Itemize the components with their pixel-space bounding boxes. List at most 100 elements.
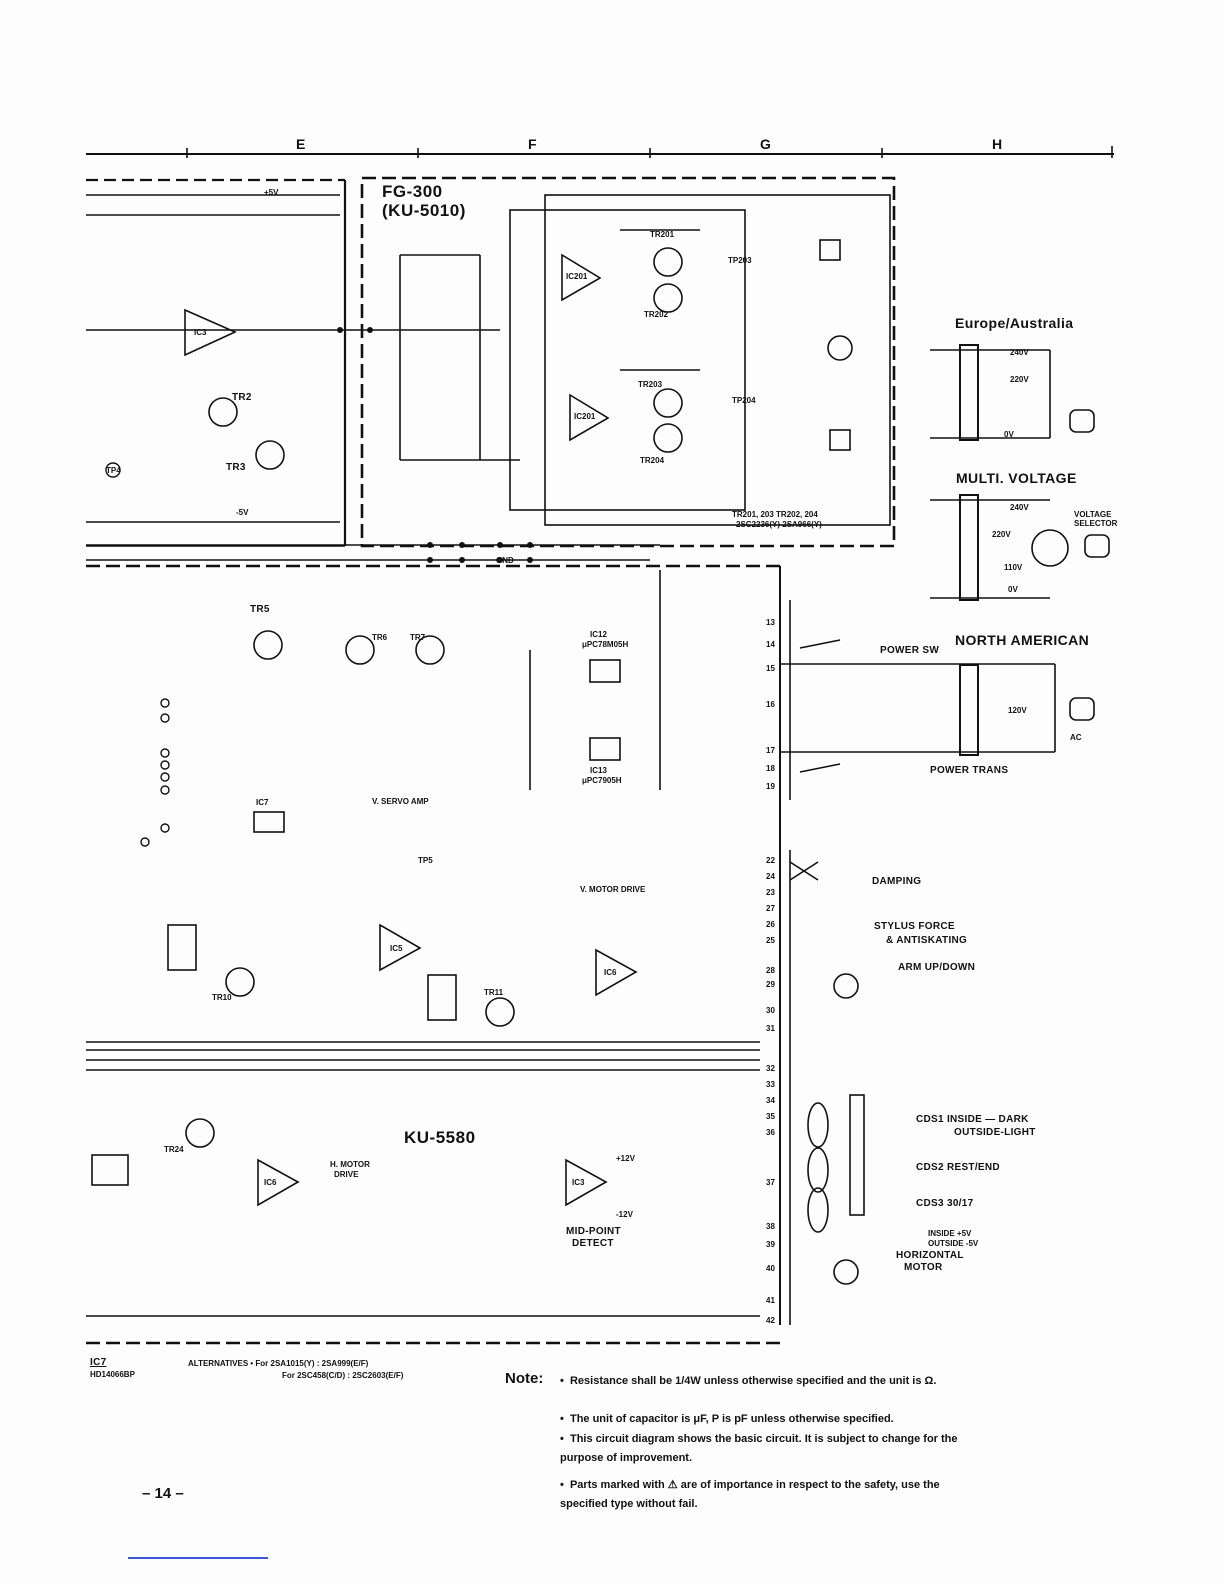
- note-item: • Resistance shall be 1/4W unless otherw…: [560, 1372, 980, 1391]
- page-number: – 14 –: [142, 1485, 184, 1502]
- tr6-label: TR6: [372, 633, 388, 642]
- tr24-label: TR24: [164, 1145, 184, 1154]
- v-servo-label: V. SERVO AMP: [372, 797, 429, 806]
- v-motor-label: V. MOTOR DRIVE: [580, 885, 646, 894]
- note-text: This circuit diagram shows the basic cir…: [560, 1433, 958, 1464]
- column-marker-g: G: [760, 136, 771, 152]
- north-american-title: NORTH AMERICAN: [955, 632, 1090, 648]
- bullet-icon: •: [560, 1413, 570, 1425]
- arm-updown-label: ARM UP/DOWN: [898, 962, 976, 973]
- note-text: The unit of capacitor is μF, P is pF unl…: [569, 1413, 894, 1425]
- mid-point-label: MID-POINT: [566, 1226, 621, 1237]
- ic6a-label: IC6: [604, 968, 617, 977]
- damping-label: DAMPING: [872, 876, 922, 887]
- tp204-label: TP204: [732, 396, 756, 405]
- tp5-label: TP5: [418, 856, 433, 865]
- tr7-label: TR7: [410, 633, 426, 642]
- ic201b-label: IC201: [574, 412, 596, 421]
- scan-underline-artifact: [128, 1557, 268, 1559]
- rail-minus5v-label: -5V: [236, 508, 249, 517]
- pin-number: 38: [766, 1222, 775, 1231]
- rail-minus12v-label: -12V: [616, 1210, 633, 1219]
- ic13-label: IC13: [590, 766, 607, 775]
- note-text: Parts marked with ⚠ are of importance in…: [560, 1479, 940, 1510]
- ic7-label: IC7: [256, 798, 269, 807]
- pin-number: 31: [766, 1024, 775, 1033]
- tr5-label: TR5: [250, 604, 270, 615]
- alternatives-line-2: For 2SC458(C/D) : 2SC2603(E/F): [282, 1371, 404, 1380]
- multi-voltage-title: MULTI. VOLTAGE: [956, 470, 1077, 486]
- horizontal-motor-label-b: MOTOR: [904, 1262, 943, 1273]
- pin-number: 18: [766, 764, 775, 773]
- ic5-label: IC5: [390, 944, 403, 953]
- note-heading: Note:: [505, 1370, 544, 1387]
- fg300-title: FG-300: [382, 182, 443, 201]
- bullet-icon: •: [560, 1433, 570, 1445]
- pin-number: 22: [766, 856, 775, 865]
- ic7-part-label: HD14066BP: [90, 1370, 135, 1379]
- cds2-label: CDS2 REST/END: [916, 1162, 1000, 1173]
- pin-number: 40: [766, 1264, 775, 1273]
- fg300-subtitle: (KU-5010): [382, 201, 466, 220]
- multi-tap-240: 240V: [1010, 503, 1029, 512]
- ic12-label: IC12: [590, 630, 607, 639]
- note-item: • Parts marked with ⚠ are of importance …: [560, 1476, 980, 1514]
- ic7-footer-label: IC7: [90, 1357, 107, 1368]
- tr201-label: TR201: [650, 230, 675, 239]
- pin-number: 29: [766, 980, 775, 989]
- ku5580-title: KU-5580: [404, 1128, 476, 1147]
- anti-skating-label: & ANTISKATING: [886, 935, 968, 946]
- h-motor-label: H. MOTOR: [330, 1160, 370, 1169]
- ic6b-label: IC6: [264, 1178, 277, 1187]
- cds3-label: CDS3 30/17: [916, 1198, 974, 1209]
- pin-number: 37: [766, 1178, 775, 1187]
- tp4-label: TP4: [106, 466, 121, 475]
- tr2-label: TR2: [232, 392, 252, 403]
- column-marker-h: H: [992, 136, 1003, 152]
- pin-number: 16: [766, 700, 775, 709]
- pin-number: 30: [766, 1006, 775, 1015]
- pin-number: 36: [766, 1128, 775, 1137]
- pin-number: 41: [766, 1296, 775, 1305]
- inside-plus5-label: INSIDE +5V: [928, 1229, 972, 1238]
- pin-number: 24: [766, 872, 775, 881]
- multi-tap-0: 0V: [1008, 585, 1018, 594]
- cds1-label: CDS1 INSIDE — DARK: [916, 1114, 1029, 1125]
- pin-number: 28: [766, 966, 775, 975]
- cds1-label-b: OUTSIDE-LIGHT: [954, 1127, 1036, 1138]
- tr-note-label: TR201, 203 TR202, 204: [732, 510, 818, 519]
- rail-gnd-label: GND: [496, 556, 514, 565]
- na-tap-120: 120V: [1008, 706, 1027, 715]
- ic3-label: IC3: [194, 328, 207, 337]
- pin-number: 13: [766, 618, 775, 627]
- tr-note-label-b: 2SC2236(Y) 2SA966(Y): [736, 520, 822, 529]
- tp203-label: TP203: [728, 256, 752, 265]
- tr11-label: TR11: [484, 988, 504, 997]
- pin-number: 32: [766, 1064, 775, 1073]
- pin-number: 33: [766, 1080, 775, 1089]
- column-marker-f: F: [528, 136, 537, 152]
- europe-tap-220: 220V: [1010, 375, 1029, 384]
- pin-number: 34: [766, 1096, 775, 1105]
- pin-number: 15: [766, 664, 775, 673]
- rail-plus12v-label: +12V: [616, 1154, 635, 1163]
- note-item: • This circuit diagram shows the basic c…: [560, 1430, 980, 1468]
- ac-label: AC: [1070, 733, 1082, 742]
- voltage-selector-label: VOLTAGE SELECTOR: [1074, 510, 1118, 528]
- tr203-label: TR203: [638, 380, 663, 389]
- pin-number: 17: [766, 746, 775, 755]
- multi-tap-110: 110V: [1004, 563, 1023, 572]
- europe-tap-240: 240V: [1010, 348, 1029, 357]
- note-item: • The unit of capacitor is μF, P is pF u…: [560, 1410, 980, 1429]
- power-sw-label: POWER SW: [880, 645, 940, 656]
- tr202-label: TR202: [644, 310, 669, 319]
- pin-number: 25: [766, 936, 775, 945]
- ic201a-label: IC201: [566, 272, 588, 281]
- horizontal-motor-label: HORIZONTAL: [896, 1250, 964, 1261]
- pin-number: 23: [766, 888, 775, 897]
- europe-australia-title: Europe/Australia: [955, 315, 1074, 331]
- h-motor-label-b: DRIVE: [334, 1170, 359, 1179]
- bullet-icon: •: [560, 1479, 570, 1491]
